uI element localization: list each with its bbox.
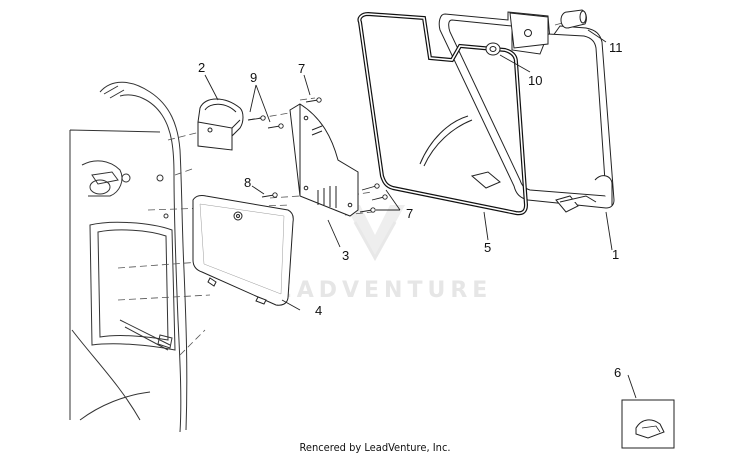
screw-8 [261,192,278,198]
screws [247,97,388,213]
part-4-cover [192,195,294,306]
callout-7-right: 7 [406,206,413,221]
part-6-clip-box [621,399,675,449]
part-11-knob [560,9,587,29]
callout-1: 1 [612,247,619,262]
part-3-inner-panel [289,103,359,217]
door-hinge-arm [419,115,501,189]
callout-5: 5 [484,240,491,255]
part-1-door-frame [438,11,615,213]
part-5-seal [357,11,529,216]
screw-7-top [305,97,322,103]
vehicle-body-outline [69,81,188,433]
callout-9: 9 [250,70,257,85]
callout-10: 10 [528,73,542,88]
screw-7-r2 [359,207,376,213]
footer-credit: Rencered by LeadVenture, Inc. [299,441,451,454]
callout-labels: 1 2 3 4 5 6 7 7 8 9 10 11 [198,40,623,380]
leader-lines [204,29,637,399]
watermark-text: LEADVENTURE [258,278,493,303]
callout-7-top: 7 [298,61,305,76]
watermark: LEADVENTURE [258,205,493,303]
callout-11: 11 [609,40,623,55]
callout-2: 2 [198,60,205,75]
screw-9-b [267,123,284,129]
part-2-bracket [197,98,244,151]
part-10-grommet [485,42,501,56]
callout-8: 8 [244,175,251,190]
callout-6: 6 [614,365,621,380]
screw-9-a [247,115,266,121]
screw-7-r1 [361,183,380,191]
screw-7-r3 [371,194,388,201]
callout-4: 4 [315,303,322,318]
callout-3: 3 [342,248,349,263]
